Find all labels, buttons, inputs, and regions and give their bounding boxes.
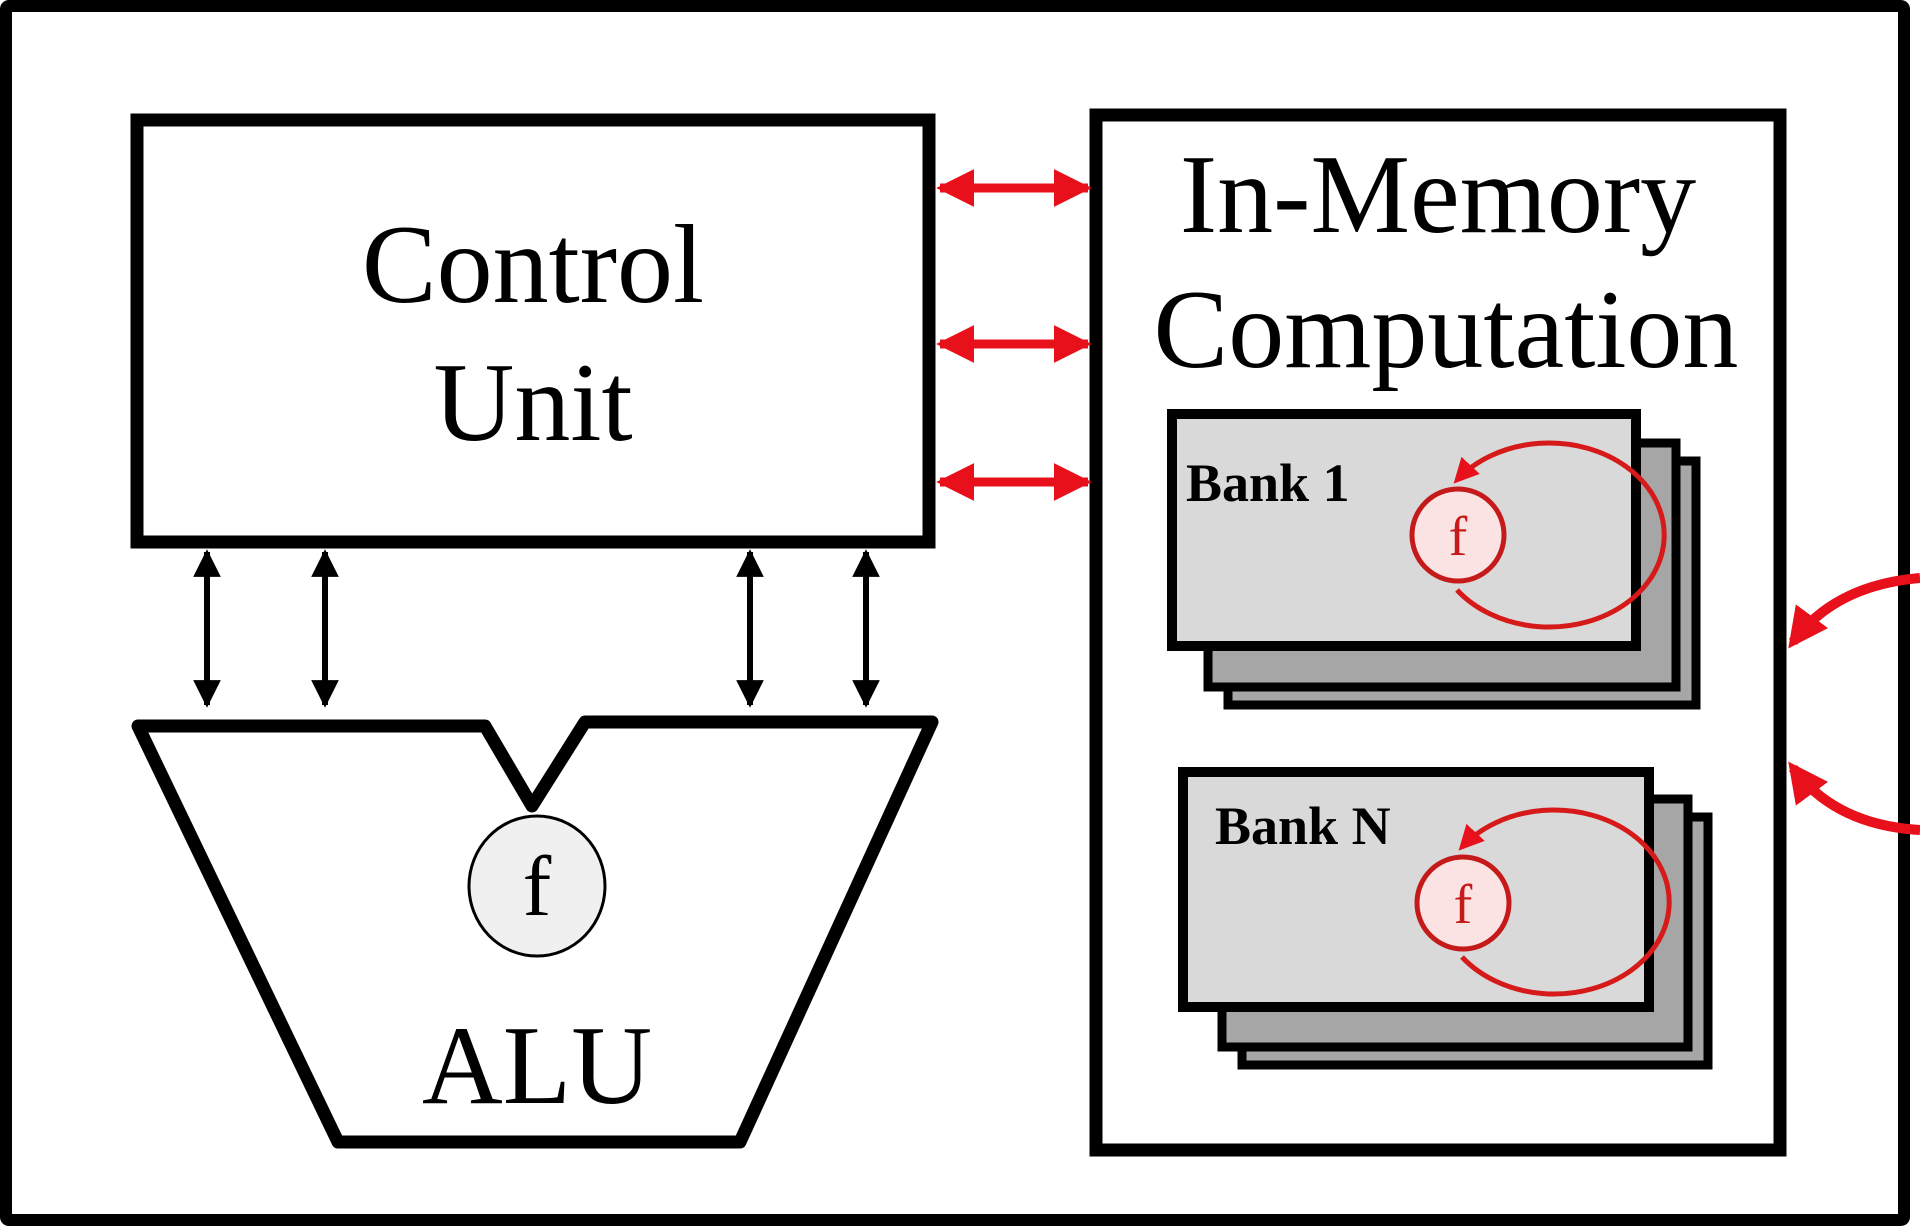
bank-stack-1: Bank 1 f bbox=[1167, 409, 1701, 710]
control-unit-box bbox=[130, 113, 936, 549]
external-input-arrow-2 bbox=[1788, 761, 1920, 835]
in-memory-label-line1: In-Memory bbox=[1180, 133, 1696, 257]
external-inputs bbox=[1788, 573, 1920, 835]
in-memory-label-line2: Computation bbox=[1154, 268, 1739, 392]
alu-label: ALU bbox=[422, 1004, 652, 1128]
bank-1-function-node bbox=[1409, 486, 1507, 584]
bank-1-function-symbol: f bbox=[1449, 506, 1468, 568]
bank-1-front bbox=[1167, 409, 1641, 651]
bank-1-feedback-loop bbox=[1453, 440, 1667, 630]
bank-n-label: Bank N bbox=[1215, 796, 1391, 856]
control-alu-links bbox=[193, 549, 880, 708]
bank-1-label: Bank 1 bbox=[1186, 453, 1350, 513]
alu-function-symbol: f bbox=[523, 838, 552, 934]
control-unit-label-line1: Control bbox=[362, 203, 704, 327]
control-unit-label-line2: Unit bbox=[433, 341, 632, 465]
alu-function-node bbox=[467, 814, 607, 958]
control-memory-links bbox=[936, 169, 1092, 501]
bank-stack-n: Bank N f bbox=[1178, 767, 1713, 1070]
bank-n-function-symbol: f bbox=[1454, 874, 1473, 936]
external-input-arrow-1 bbox=[1788, 573, 1920, 649]
alu-block: f ALU bbox=[131, 715, 939, 1149]
bank-n-function-node bbox=[1414, 854, 1512, 952]
bank-n-feedback-loop bbox=[1458, 807, 1672, 997]
control-unit-block: Control Unit bbox=[130, 113, 936, 549]
